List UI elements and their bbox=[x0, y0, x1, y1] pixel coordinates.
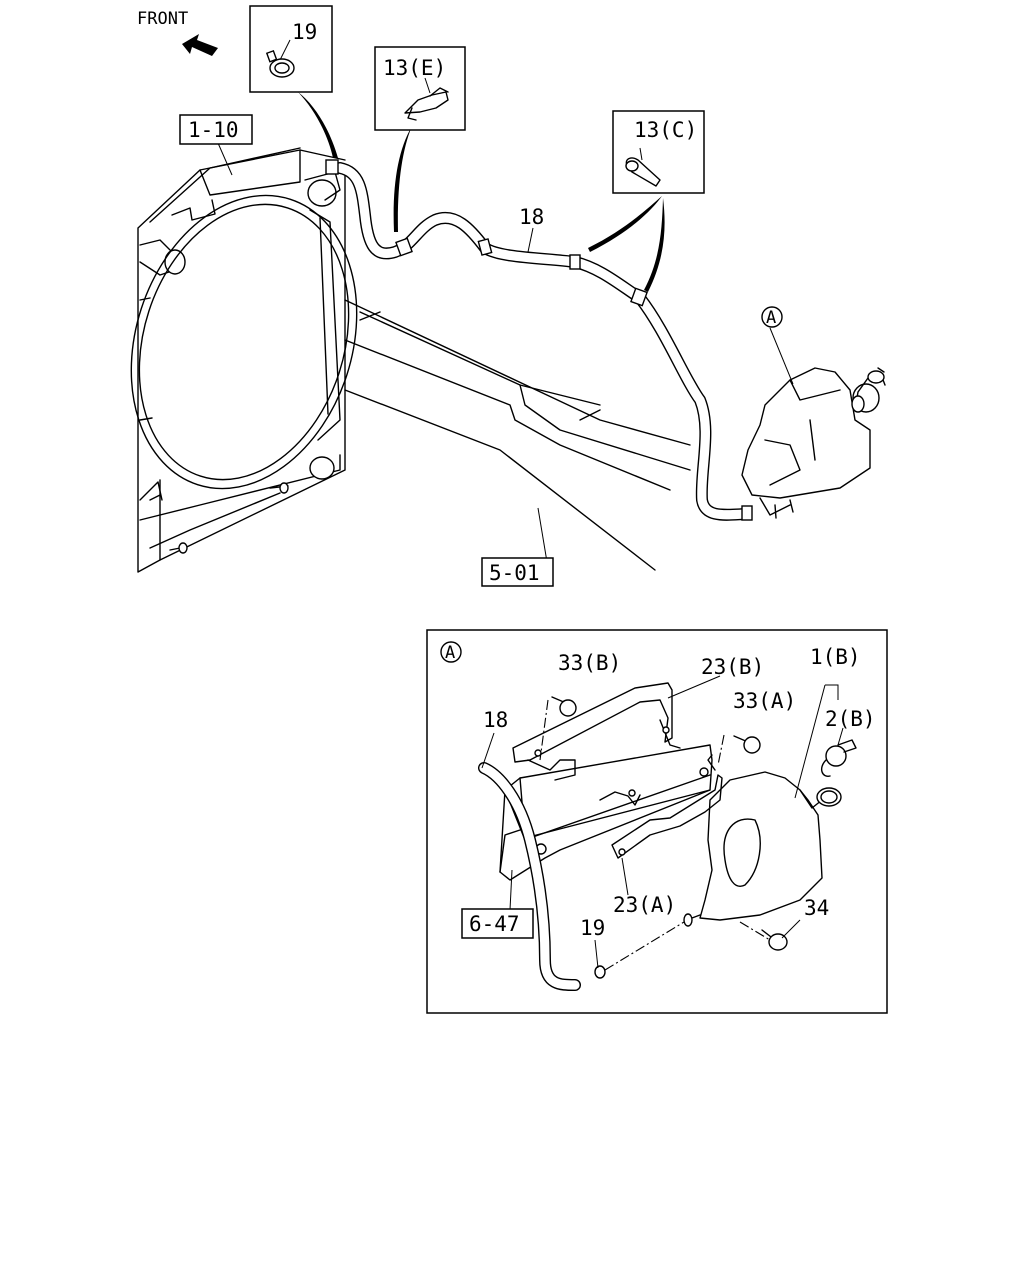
radiator-ref-label: 1-10 bbox=[188, 118, 239, 142]
tank-1b-label: 1(B) bbox=[810, 645, 861, 669]
view-a-marker-label: A bbox=[766, 308, 776, 328]
bracket-23b-label: 23(B) bbox=[701, 655, 764, 679]
radiator-assembly bbox=[130, 147, 358, 573]
hose-18-detail-label: 18 bbox=[483, 708, 508, 732]
callout-box-clip-13c: 13(C) bbox=[612, 110, 705, 194]
clip-13c-label: 13(C) bbox=[634, 118, 697, 142]
frame-rails bbox=[344, 299, 691, 571]
bolt-33a-label: 33(A) bbox=[733, 689, 796, 713]
cap-2b-label: 2(B) bbox=[825, 707, 876, 731]
bracket-23a-label: 23(A) bbox=[613, 893, 676, 917]
bracket-ref-label: 6-47 bbox=[469, 912, 520, 936]
callout-box-bracket: 6-47 bbox=[461, 908, 534, 939]
hose-18-label: 18 bbox=[519, 205, 544, 229]
clip-13e-label: 13(E) bbox=[383, 56, 446, 80]
clip-icon bbox=[404, 91, 449, 114]
clip-icon bbox=[625, 157, 661, 187]
callout-box-clip-13e: 13(E) bbox=[374, 46, 466, 131]
callout-box-clip-19: 19 bbox=[249, 5, 333, 93]
bolt-33b-label: 33(B) bbox=[558, 651, 621, 675]
bolt-33a-icon bbox=[733, 735, 761, 754]
front-indicator: FRONT bbox=[137, 9, 218, 56]
callout-box-frame: 5-01 bbox=[481, 557, 554, 587]
frame-ref-label: 5-01 bbox=[489, 561, 540, 585]
clip-19-detail-label: 19 bbox=[580, 916, 605, 940]
overflow-hose-top bbox=[325, 159, 753, 521]
bolt-34-label: 34 bbox=[804, 896, 829, 920]
bolt-33b-icon bbox=[551, 696, 577, 717]
view-a-marker: A bbox=[761, 306, 783, 328]
detail-view-a: A bbox=[426, 629, 888, 1014]
callout-box-radiator: 1-10 bbox=[179, 114, 253, 145]
front-label: FRONT bbox=[137, 9, 188, 29]
detail-a-marker: A bbox=[440, 641, 462, 663]
front-arrow-icon bbox=[182, 34, 218, 56]
clip-19-label: 19 bbox=[292, 20, 317, 44]
detail-a-marker-label: A bbox=[445, 643, 455, 663]
reservoir-tank-top bbox=[741, 367, 886, 519]
